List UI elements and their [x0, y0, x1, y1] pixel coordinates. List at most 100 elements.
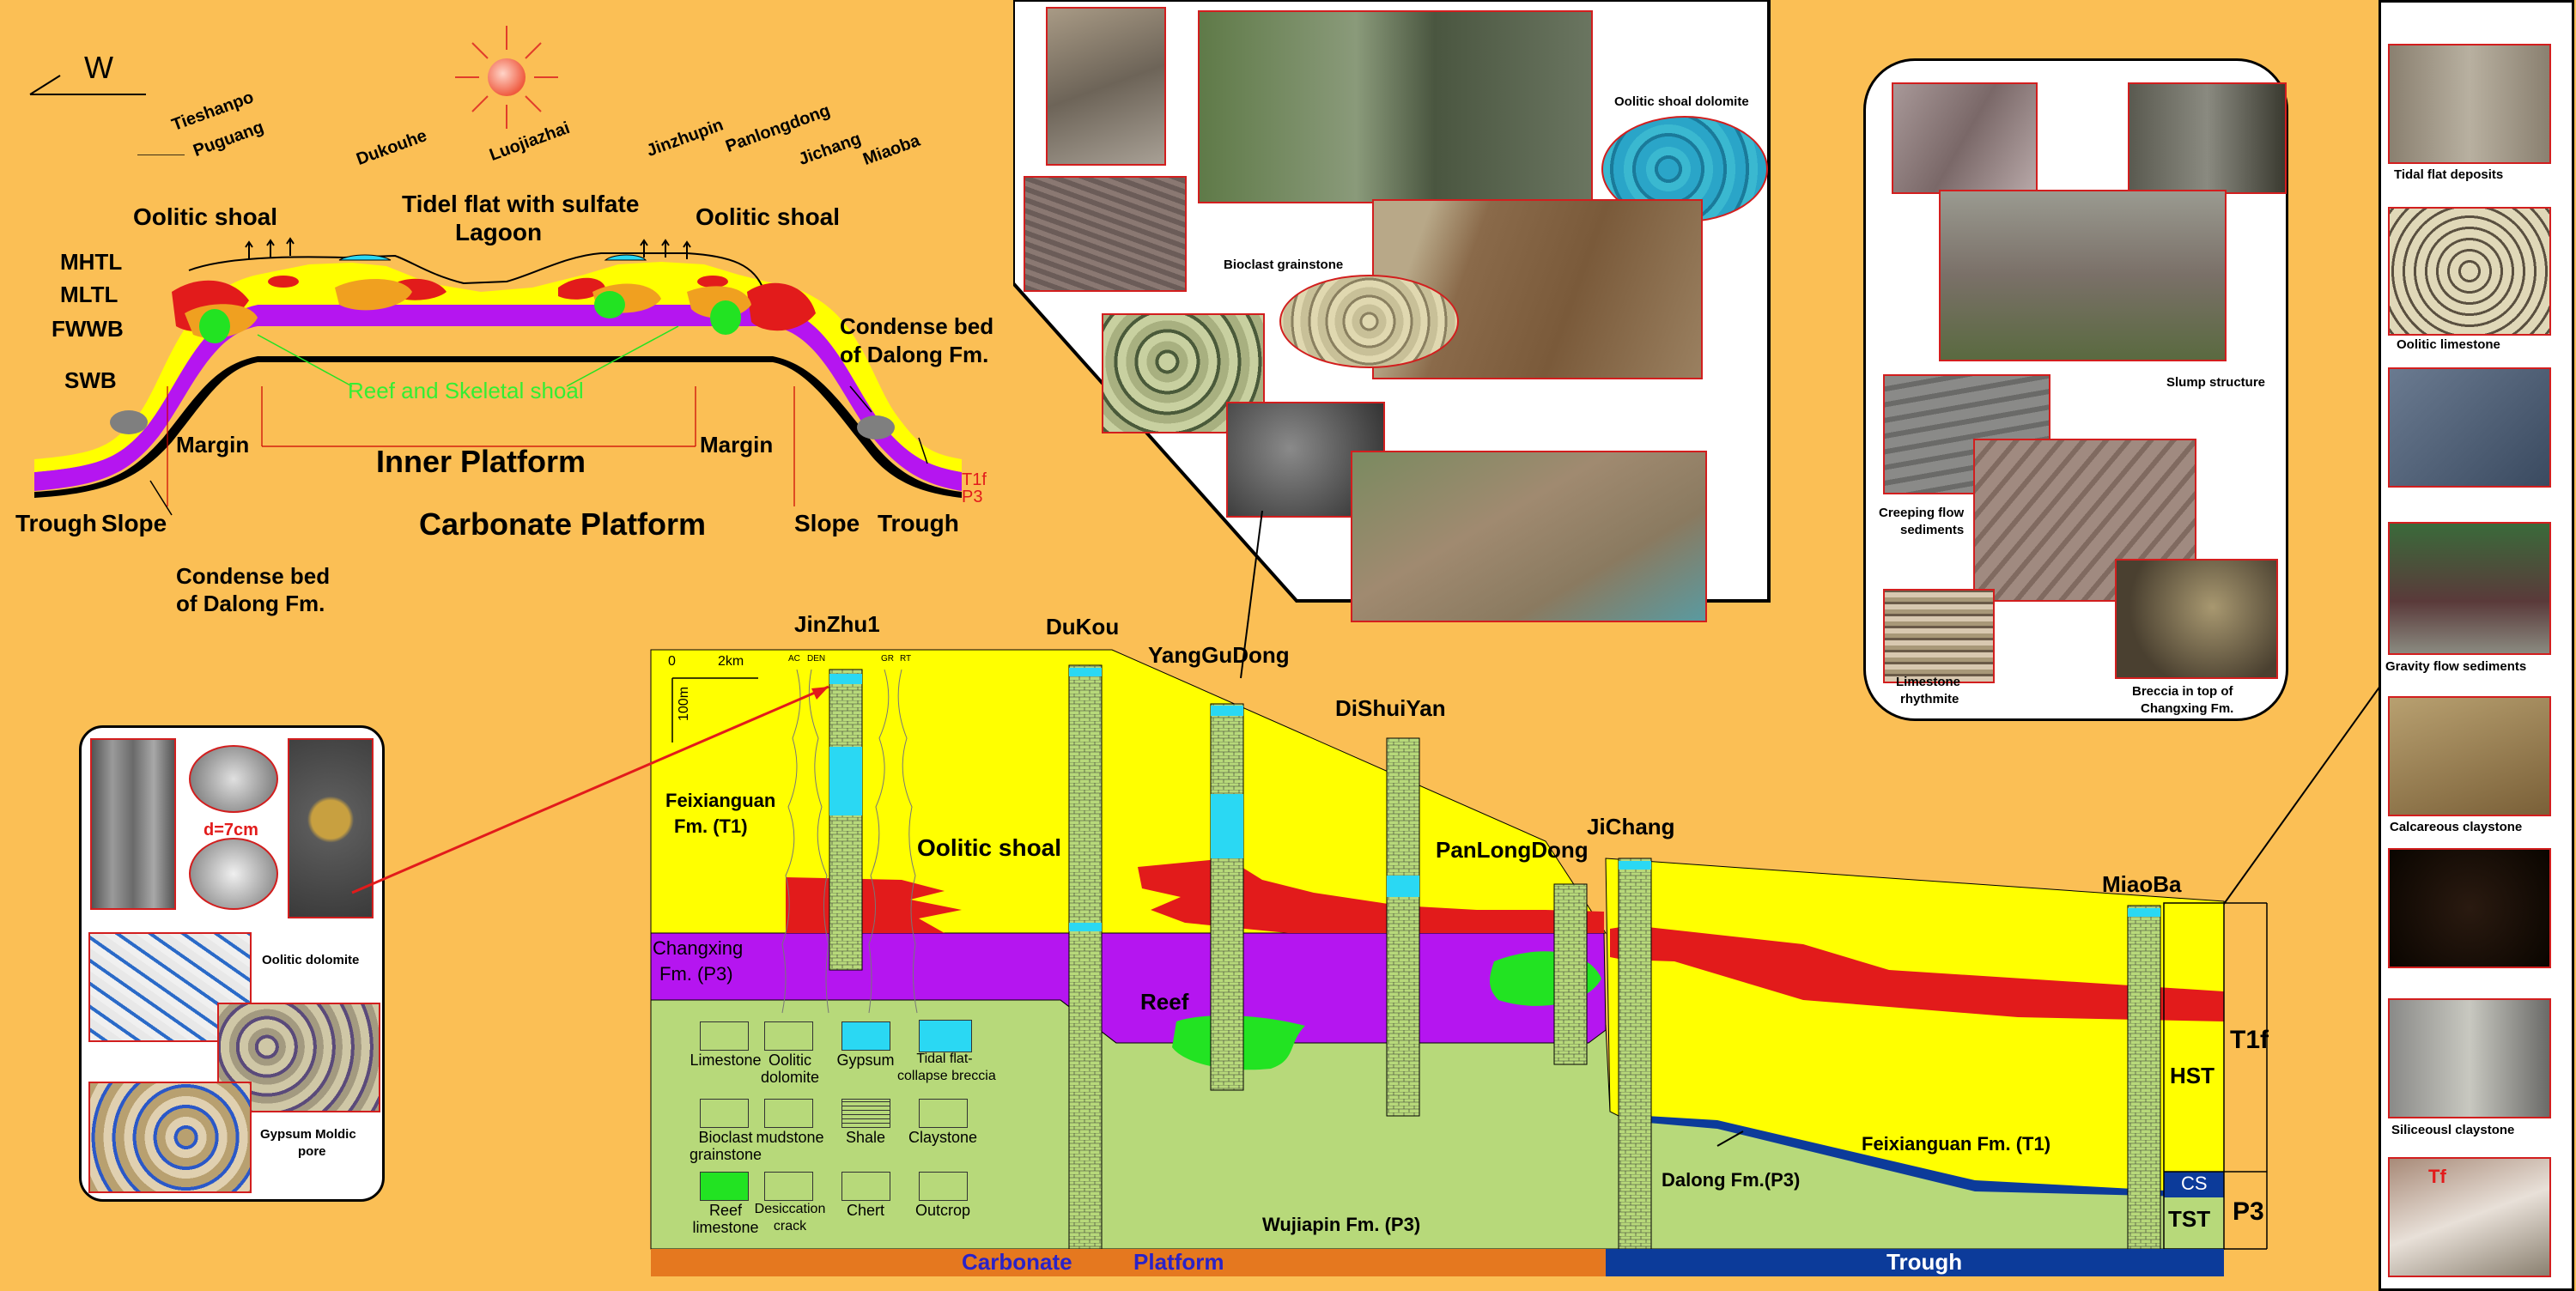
- legend-label-5: Bioclast: [698, 1129, 753, 1146]
- well-jinzhu1: JinZhu1: [794, 611, 880, 637]
- legend-label-6: mudstone: [756, 1129, 824, 1146]
- trough-right-label: Trough: [878, 510, 959, 536]
- bottom-carbonate-label: Carbonate: [962, 1249, 1072, 1275]
- slope-left-label: Slope: [101, 510, 167, 536]
- legend: Limestone Oolitic dolomite Gypsum Tidal …: [678, 1013, 1022, 1236]
- slump-photo: [1939, 190, 2227, 361]
- cs-label: CS: [2181, 1173, 2208, 1194]
- changxing-label-2: Fm. (P3): [659, 963, 733, 985]
- d-label: d=7cm: [204, 821, 258, 839]
- far-right-caption-5: Siliceousl claystone: [2391, 1123, 2515, 1137]
- bottom-platform-label: Platform: [1133, 1249, 1224, 1275]
- legend-label-10b: crack: [773, 1219, 807, 1233]
- well-yanggudong: YangGuDong: [1148, 642, 1290, 668]
- thin-section-photo-6: [2388, 848, 2551, 968]
- legend-swatch-bioclast: [700, 1099, 749, 1128]
- core-photo-2: [189, 745, 278, 813]
- legend-label-2: Oolitic: [768, 1052, 811, 1069]
- tst-label: TST: [2168, 1206, 2211, 1232]
- feixianguan-label-1: Feixianguan: [665, 790, 776, 811]
- scale-m: 100m: [677, 686, 691, 721]
- facies-mltl: MLTL: [60, 282, 118, 307]
- condense-left-label-2: of Dalong Fm.: [176, 591, 325, 616]
- oolitic-shoal-section-label: Oolitic shoal: [917, 834, 1062, 861]
- creeping-caption-1: Creeping flow: [1879, 506, 1965, 520]
- far-right-caption-1: Tidal flat deposits: [2394, 167, 2504, 182]
- well-panlongdong: PanLongDong: [1436, 837, 1589, 863]
- legend-label-5b: grainstone: [689, 1146, 762, 1163]
- changxing-label-1: Changxing: [653, 937, 744, 959]
- river-outcrop-photo: [1351, 451, 1707, 622]
- reef-section-label: Reef: [1140, 989, 1189, 1015]
- oolitic-shoal-right-label: Oolitic shoal: [696, 203, 841, 230]
- margin-left-label: Margin: [176, 432, 250, 458]
- contact-photo: [2388, 1157, 2551, 1277]
- legend-label-11: Chert: [846, 1202, 884, 1219]
- bottom-trough-label: Trough: [1886, 1249, 1963, 1275]
- inner-platform-label: Inner Platform: [376, 444, 586, 479]
- wujiapin-label: Wujiapin Fm. (P3): [1262, 1214, 1421, 1235]
- legend-swatch-tidal-flat: [919, 1020, 972, 1052]
- far-right-photo-column: Tidal flat deposits Oolitic limestone Gr…: [2379, 0, 2574, 1291]
- well-miaoba: MiaoBa: [2102, 871, 2182, 897]
- carbonate-platform-label: Carbonate Platform: [419, 506, 707, 542]
- slope-right-label: Slope: [794, 510, 860, 536]
- legend-swatch-reef: [700, 1172, 749, 1201]
- thin-section-photo-3: [88, 1082, 252, 1193]
- core-photo-1: [90, 738, 176, 910]
- legend-label-2b: dolomite: [760, 1069, 820, 1086]
- reef-skeletal-shoal-label: Reef and Skeletal shoal: [348, 378, 584, 403]
- tidal-flat-label: Tidel flat with sulfate: [402, 191, 640, 217]
- far-right-caption-2: Oolitic limestone: [2397, 337, 2500, 352]
- facies-swb: SWB: [64, 367, 117, 393]
- legend-label-1: Limestone: [690, 1052, 762, 1069]
- calcareous-claystone-photo: [2388, 696, 2551, 816]
- legend-label-4b: collapse breccia: [897, 1069, 996, 1083]
- legend-label-10: Desiccation: [754, 1202, 826, 1216]
- legend-swatch-shale: [841, 1099, 890, 1128]
- oolitic-limestone-photo: [2388, 207, 2551, 336]
- section-p3-label: P3: [2233, 1197, 2264, 1226]
- lagoon-label: Lagoon: [455, 219, 543, 245]
- oolitic-dolomite-caption: Oolitic dolomite: [262, 953, 360, 967]
- gravity-flow-photo: [2388, 522, 2551, 655]
- oolitic-shoal-dolomite-caption: Oolitic shoal dolomite: [1614, 94, 1749, 109]
- outcrop-photo-1: [1046, 7, 1166, 166]
- condense-left-label-1: Condense bed: [176, 563, 331, 589]
- oolitic-shoal-left-label: Oolitic shoal: [133, 203, 278, 230]
- slope-photo-1: [1892, 82, 2038, 194]
- limestone-caption-2: rhythmite: [1900, 692, 1959, 706]
- top-p3-label: P3: [962, 488, 983, 506]
- legend-swatch-claystone: [919, 1099, 968, 1128]
- condense-right-label-1: Condense bed: [840, 313, 994, 339]
- panel-pointer-line: [1240, 511, 1263, 679]
- hst-label: HST: [2170, 1063, 2215, 1088]
- right-pointer-line: [2219, 682, 2384, 911]
- legend-swatch-limestone: [700, 1021, 749, 1051]
- legend-swatch-mudstone: [764, 1099, 813, 1128]
- legend-label-9: Reef: [708, 1202, 743, 1219]
- slope-photo-2: [2128, 82, 2287, 194]
- left-photo-panel: d=7cm Oolitic dolomite Gypsum Moldic por…: [79, 725, 385, 1202]
- feixianguan-label-2: Fm. (T1): [674, 815, 748, 837]
- legend-label-7: Shale: [845, 1129, 886, 1146]
- compass-direction: W: [84, 50, 113, 85]
- outcrop-photo-3: [2388, 367, 2551, 488]
- legend-swatch-oolitic-dolomite: [764, 1021, 813, 1051]
- tf-label: Tf: [2428, 1166, 2446, 1187]
- bioclast-grainstone-caption: Bioclast grainstone: [1224, 258, 1344, 272]
- log-gr: GR: [881, 654, 894, 664]
- well-dukou: DuKou: [1046, 614, 1120, 639]
- gypsum-moldic-caption-1: Gypsum Moldic: [260, 1127, 356, 1142]
- breccia-caption-1: Breccia in top of: [2132, 684, 2233, 699]
- platform-profile-diagram: [34, 155, 962, 516]
- far-right-caption-4: Calcareous claystone: [2390, 820, 2523, 834]
- breccia-caption-2: Changxing Fm.: [2141, 701, 2234, 716]
- legend-label-12: Outcrop: [914, 1202, 971, 1219]
- scale-zero: 0: [668, 654, 676, 669]
- far-right-caption-3: Gravity flow sediments: [2385, 659, 2527, 674]
- condense-right-label-2: of Dalong Fm.: [840, 342, 989, 367]
- log-ac: AC: [788, 654, 800, 664]
- limestone-caption-1: Limestone: [1896, 675, 1961, 689]
